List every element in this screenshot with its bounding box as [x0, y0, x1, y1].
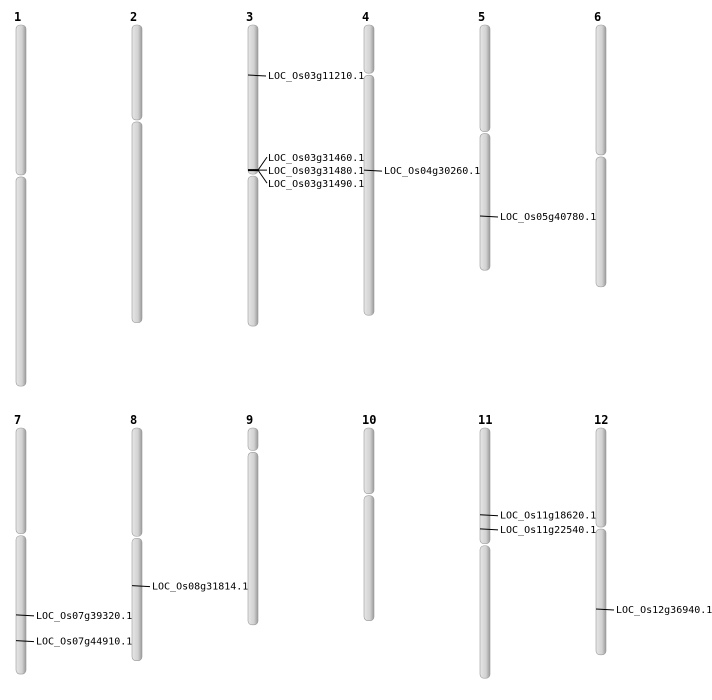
short-arm	[595, 427, 607, 528]
gene-marker	[479, 528, 499, 531]
chromosome-number: 9	[246, 413, 253, 427]
chromosome-number: 1	[14, 10, 21, 24]
gene-marker	[595, 608, 615, 611]
chromosome-number: 8	[130, 413, 137, 427]
gene-marker	[363, 169, 383, 172]
gene-connector	[257, 169, 268, 184]
chromosome-number: 11	[478, 413, 492, 427]
gene-label: LOC_Os11g22540.1	[500, 525, 596, 536]
short-arm	[15, 427, 27, 535]
long-arm	[131, 537, 143, 661]
chromosome-3: 3LOC_Os03g11210.1LOC_Os03g31460.1LOC_Os0…	[246, 10, 364, 327]
long-arm	[479, 133, 491, 271]
chromosome-number: 2	[130, 10, 137, 24]
chromosome-number: 12	[594, 413, 608, 427]
long-arm	[363, 495, 375, 621]
chromosome-1: 1	[14, 10, 27, 387]
gene-marker	[15, 614, 35, 617]
short-arm	[363, 24, 375, 74]
gene-label: LOC_Os03g11210.1	[268, 71, 364, 82]
long-arm	[247, 452, 259, 626]
gene-label: LOC_Os03g31480.1	[268, 166, 364, 177]
gene-label: LOC_Os05g40780.1	[500, 212, 596, 223]
gene-label: LOC_Os08g31814.1	[152, 582, 248, 593]
long-arm	[479, 545, 491, 679]
chromosome-10: 10	[362, 413, 376, 621]
gene-marker	[15, 640, 35, 643]
long-arm	[595, 156, 607, 288]
gene-marker	[479, 514, 499, 517]
gene-marker	[247, 74, 267, 77]
gene-label: LOC_Os07g44910.1	[36, 637, 132, 648]
gene-label: LOC_Os11g18620.1	[500, 511, 596, 522]
gene-label: LOC_Os12g36940.1	[616, 605, 712, 616]
chromosome-6: 6	[594, 10, 607, 288]
gene-label: LOC_Os03g31490.1	[268, 179, 364, 190]
short-arm	[131, 24, 143, 121]
short-arm	[15, 24, 27, 176]
short-arm	[131, 427, 143, 537]
gene-label: LOC_Os03g31460.1	[268, 153, 364, 164]
gene-connector	[257, 156, 268, 171]
gene-marker	[131, 585, 151, 588]
short-arm	[363, 427, 375, 495]
short-arm	[595, 24, 607, 156]
chromosome-number: 6	[594, 10, 601, 24]
gene-label: LOC_Os07g39320.1	[36, 611, 132, 622]
long-arm	[15, 176, 27, 387]
chromosome-number: 4	[362, 10, 369, 24]
short-arm	[479, 24, 491, 132]
chromosome-9: 9	[246, 413, 259, 626]
chromosome-number: 3	[246, 10, 253, 24]
short-arm	[479, 427, 491, 545]
chromosome-number: 5	[478, 10, 485, 24]
chromosome-number: 7	[14, 413, 21, 427]
long-arm	[363, 74, 375, 316]
chromosome-number: 10	[362, 413, 376, 427]
gene-marker	[479, 215, 499, 218]
short-arm	[247, 24, 259, 175]
long-arm	[131, 121, 143, 324]
gene-label: LOC_Os04g30260.1	[384, 166, 480, 177]
long-arm	[247, 175, 259, 327]
chromosome-2: 2	[130, 10, 143, 324]
short-arm	[247, 427, 259, 451]
long-arm	[15, 535, 27, 675]
long-arm	[595, 528, 607, 656]
